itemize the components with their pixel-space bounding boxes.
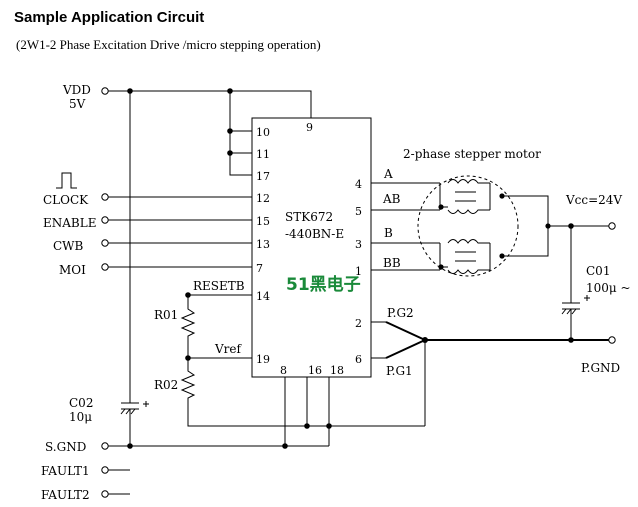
pin-16: 16 <box>308 364 322 377</box>
clock-label: CLOCK <box>43 193 89 207</box>
enable-terminal[interactable] <box>101 216 109 224</box>
clock-pulse-icon <box>56 172 77 189</box>
pin-9: 9 <box>306 121 313 134</box>
motor-label: 2-phase stepper motor <box>403 147 541 161</box>
page-title: Sample Application Circuit <box>14 9 205 26</box>
pin-15: 15 <box>256 215 270 228</box>
coil-a-top <box>447 179 490 184</box>
pin-13: 13 <box>256 238 270 251</box>
ic-body <box>251 117 372 378</box>
pgnd-terminal[interactable] <box>608 336 616 344</box>
vcc-supply <box>548 222 616 343</box>
moi-terminal[interactable] <box>101 263 109 271</box>
fault1-terminal[interactable] <box>101 466 109 474</box>
output-a-label: A <box>383 167 393 181</box>
pin-8: 8 <box>280 364 287 377</box>
output-bb-label: BB <box>383 256 401 270</box>
vref-label: Vref <box>214 342 243 356</box>
c02-label: C02 <box>69 396 93 410</box>
fault2-label: FAULT2 <box>41 488 90 502</box>
pgnd-network <box>371 321 616 426</box>
vdd-rail <box>101 87 312 403</box>
ic-part-line2: -440BN-E <box>285 227 344 241</box>
pin-17: 17 <box>256 170 270 183</box>
watermark: 51黑电子 <box>286 274 361 295</box>
pin-1: 1 <box>355 265 362 278</box>
pin-6: 6 <box>355 353 362 366</box>
resetb-label: RESETB <box>193 279 245 293</box>
pin-18: 18 <box>330 364 344 377</box>
output-ab-label: AB <box>382 192 401 206</box>
cwb-label: CWB <box>53 239 84 253</box>
fault1-label: FAULT1 <box>41 464 90 478</box>
vcc-label: Vcc=24V <box>565 193 622 207</box>
pin-11: 11 <box>256 148 270 161</box>
vdd-terminal[interactable] <box>101 87 109 95</box>
pin-14: 14 <box>256 290 270 303</box>
pin-7: 7 <box>256 262 263 275</box>
cwb-terminal[interactable] <box>101 239 109 247</box>
pin-5: 5 <box>355 205 362 218</box>
vcc-terminal[interactable] <box>608 222 616 230</box>
stepper-motor <box>417 175 551 277</box>
pin-3: 3 <box>355 238 362 251</box>
pin-12: 12 <box>256 192 270 205</box>
vdd-label: VDD <box>62 83 91 97</box>
pin-2: 2 <box>355 317 362 330</box>
sgnd-terminal[interactable] <box>101 442 109 450</box>
c02-capacitor <box>120 401 149 446</box>
r02-label: R02 <box>154 378 178 392</box>
fault2-terminal[interactable] <box>101 490 109 498</box>
c01-value: 100μ ~ <box>586 281 631 295</box>
pg1-label: P.G1 <box>386 364 413 378</box>
sgnd-label: S.GND <box>45 440 86 454</box>
output-b-label: B <box>384 226 393 240</box>
pg2-label: P.G2 <box>387 306 414 320</box>
enable-label: ENABLE <box>43 216 96 230</box>
coil-b-top <box>447 239 490 244</box>
coil-b-bottom <box>447 269 490 274</box>
resistor-divider <box>180 292 425 427</box>
pin-19: 19 <box>256 353 270 366</box>
r01-label: R01 <box>154 308 178 322</box>
vdd-value: 5V <box>69 97 86 111</box>
motor-outputs <box>371 182 440 271</box>
c02-value: 10μ <box>69 410 92 424</box>
clock-terminal[interactable] <box>101 193 109 201</box>
input-lines <box>56 172 252 271</box>
page-subtitle: (2W1-2 Phase Excitation Drive /micro ste… <box>16 37 321 52</box>
c01-label: C01 <box>586 264 610 278</box>
moi-label: MOI <box>59 263 86 277</box>
pgnd-label: P.GND <box>581 361 620 375</box>
ic-part-line1: STK672 <box>285 210 333 224</box>
pin-4: 4 <box>355 178 362 191</box>
pin-10: 10 <box>256 126 270 139</box>
ground-network <box>101 377 332 498</box>
coil-a-bottom <box>447 209 490 214</box>
